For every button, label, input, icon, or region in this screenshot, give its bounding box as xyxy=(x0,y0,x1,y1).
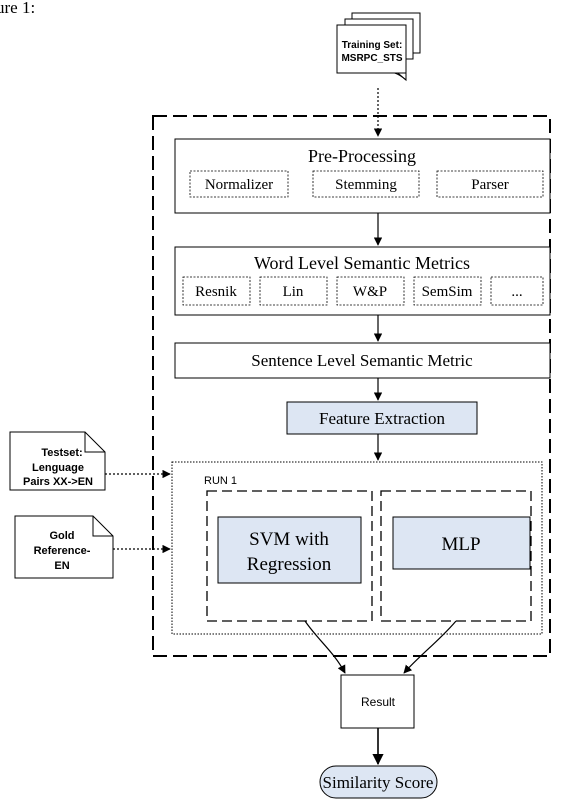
svm-label-line1: SVM with xyxy=(249,529,329,550)
preprocessing-box: Pre-Processing Normalizer Stemming Parse… xyxy=(174,138,551,214)
feature-extraction-box xyxy=(286,401,478,435)
figure-caption-fragment: ure 1: xyxy=(0,0,35,17)
mlp-label: MLP xyxy=(441,534,480,555)
gold-line3: EN xyxy=(54,560,69,572)
similarity-score-label: Similarity Score xyxy=(323,773,434,792)
feature-extraction-label: Feature Extraction xyxy=(319,409,446,428)
semsim-metric: SemSim xyxy=(422,284,473,300)
training-set-name: MSRPC_STS xyxy=(341,53,402,64)
gold-label: Gold xyxy=(49,530,74,542)
svm-to-result-arrow xyxy=(304,620,346,674)
sentence-metric-box xyxy=(174,342,551,379)
more-metrics: ... xyxy=(511,284,522,300)
testset-line2: Lenguage xyxy=(32,462,84,474)
testset-line3: Pairs XX->EN xyxy=(23,476,93,488)
svm-label-line2: Regression xyxy=(247,554,332,575)
system-frame xyxy=(152,115,551,657)
testset-label: Testset: xyxy=(41,447,82,459)
word-metrics-title: Word Level Semantic Metrics xyxy=(254,253,470,273)
mlp-box xyxy=(392,516,531,570)
gold-reference-document: Gold Reference- EN xyxy=(14,515,114,579)
normalizer-step: Normalizer xyxy=(205,177,273,193)
wp-metric: W&P xyxy=(353,284,387,300)
training-set-document: Training Set: MSRPC_STS xyxy=(336,12,421,82)
similarity-score-terminal xyxy=(319,765,438,799)
resnik-metric: Resnik xyxy=(195,284,237,300)
svm-box xyxy=(217,516,362,584)
run-label: RUN 1 xyxy=(204,475,237,487)
gold-line2: Reference- xyxy=(34,545,91,557)
preprocessing-title: Pre-Processing xyxy=(308,146,416,166)
run-container xyxy=(171,461,543,635)
testset-document: Testset: Lenguage Pairs XX->EN xyxy=(9,431,106,491)
result-label: Result xyxy=(361,695,396,709)
word-metrics-box: Word Level Semantic Metrics Resnik Lin W… xyxy=(174,246,551,316)
sentence-metric-label: Sentence Level Semantic Metric xyxy=(251,351,473,370)
parser-step: Parser xyxy=(471,177,509,193)
lin-metric: Lin xyxy=(283,284,304,300)
result-box xyxy=(340,674,415,729)
stemming-step: Stemming xyxy=(335,177,397,193)
mlp-to-result-arrow xyxy=(403,620,457,674)
training-set-label: Training Set: xyxy=(342,40,403,51)
svm-group xyxy=(206,490,373,622)
